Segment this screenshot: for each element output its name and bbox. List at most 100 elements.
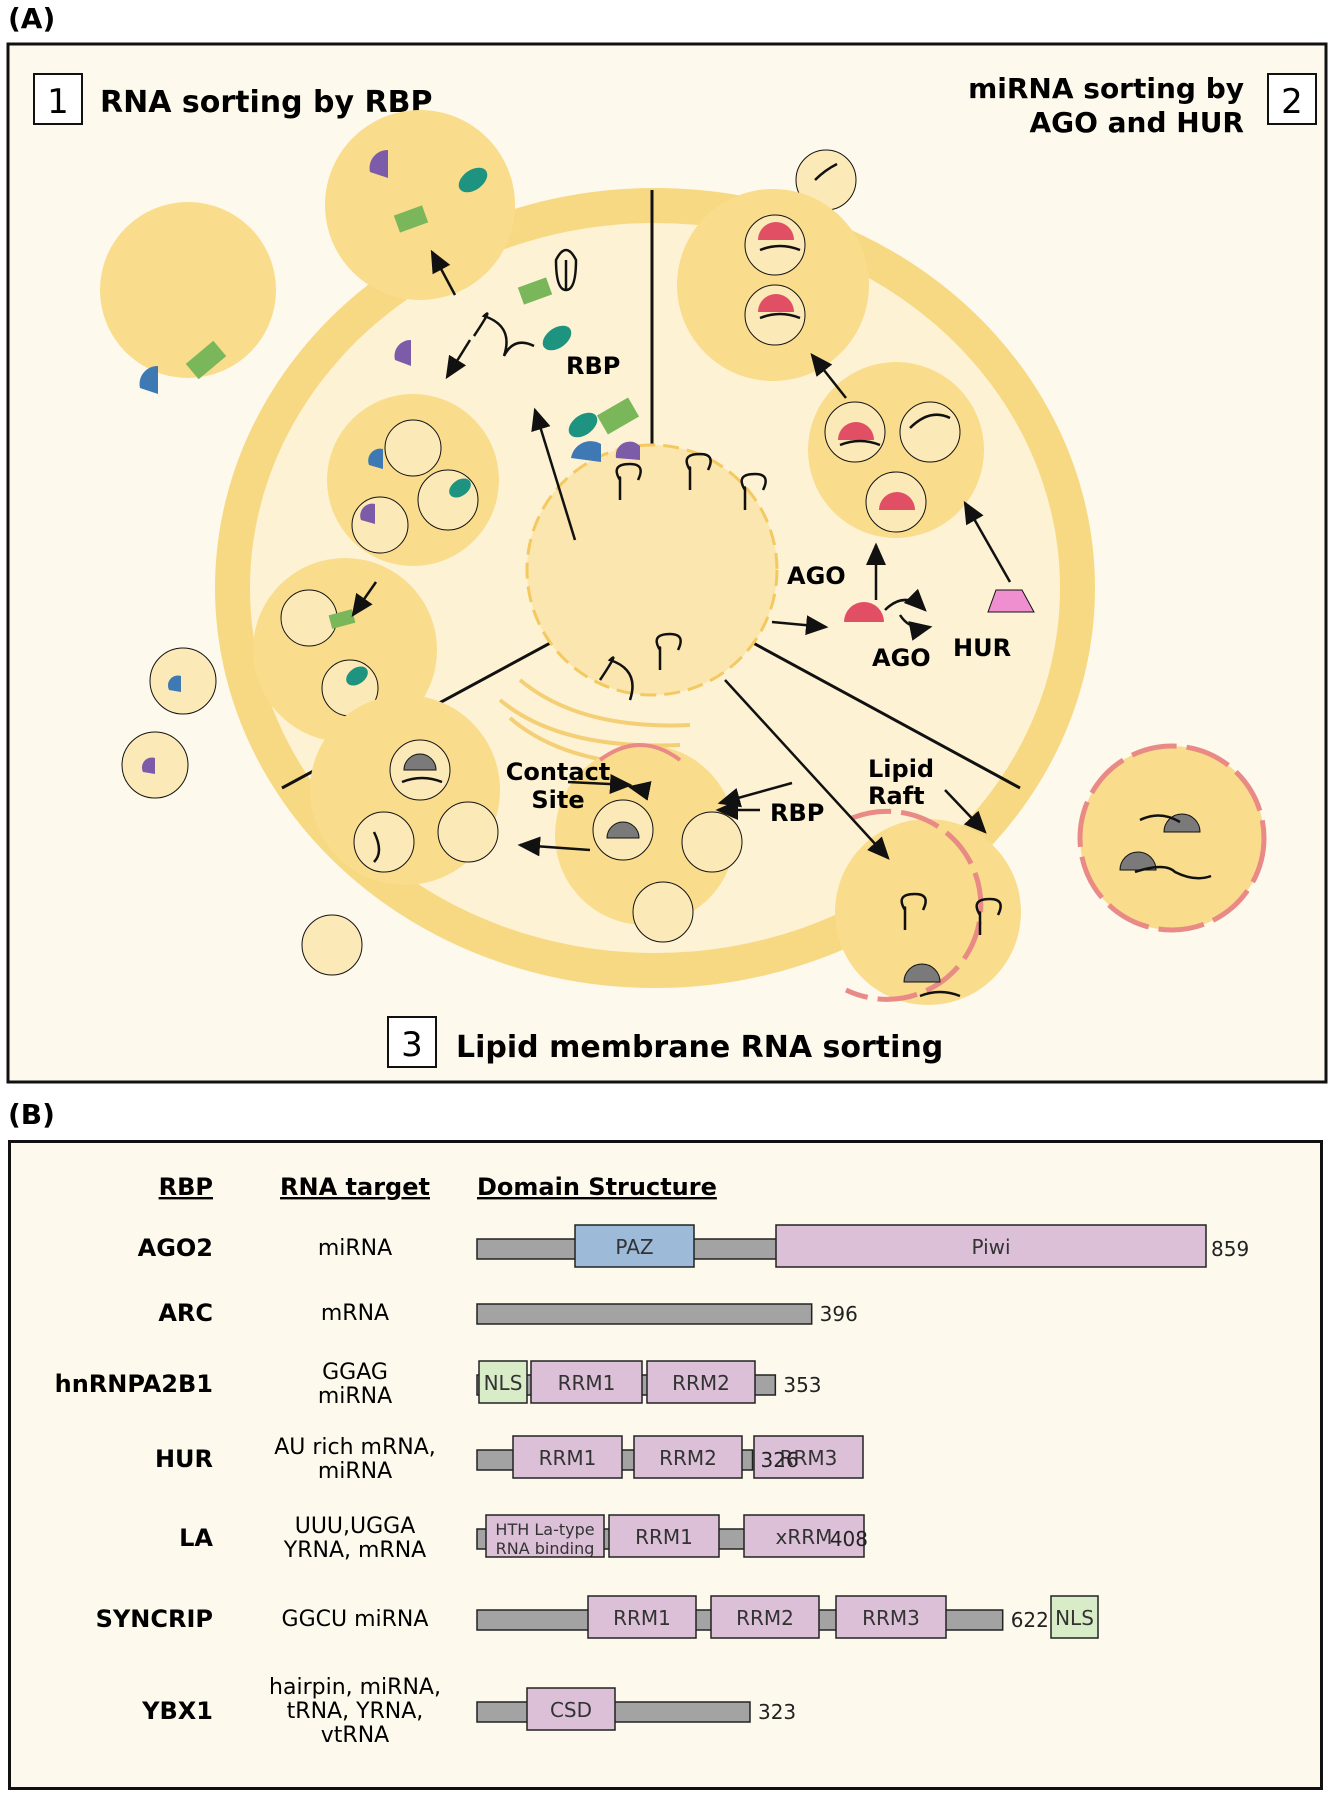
label-lipid-line2: Raft	[868, 782, 925, 810]
domain-label: RRM3	[862, 1606, 920, 1630]
rbp-name: hnRNPA2B1	[55, 1370, 213, 1398]
domain-box	[608, 1514, 720, 1558]
rna-target: GGCU miRNA	[282, 1607, 429, 1632]
protein-length: 859	[1211, 1237, 1249, 1261]
domain-label: NLS	[1055, 1606, 1094, 1630]
protein-length: 396	[820, 1302, 858, 1326]
domain-label: RRM1	[635, 1525, 693, 1549]
section-3-vesicles	[301, 695, 1267, 1005]
header-target: RNA target	[280, 1173, 430, 1201]
domain-box	[775, 1224, 1207, 1268]
section-2-badge: 2	[1267, 73, 1317, 125]
domain-box	[646, 1360, 756, 1404]
domain-box	[1050, 1595, 1099, 1639]
table-row: YBX1 hairpin, miRNA,tRNA, YRNA,vtRNA CSD 32…	[141, 1675, 796, 1748]
label-rbp-top: RBP	[566, 352, 620, 380]
domain-label: CSD	[550, 1698, 592, 1722]
domain-label: xRRM	[776, 1525, 833, 1549]
rbp-name: AGO2	[138, 1234, 213, 1262]
section-1-vesicles	[100, 110, 515, 799]
domain-box	[633, 1435, 743, 1479]
domain-box	[526, 1687, 616, 1731]
domain-box	[574, 1224, 695, 1268]
protein-length: 353	[783, 1373, 821, 1397]
section-3-badge: 3	[387, 1016, 437, 1068]
section-2-number: 2	[1281, 82, 1303, 122]
domain-label: PAZ	[615, 1235, 653, 1259]
rna-target: hairpin, miRNA,	[269, 1675, 441, 1700]
section-1-number: 1	[47, 82, 69, 122]
rna-target: tRNA, YRNA,	[287, 1699, 424, 1724]
panel-b-table: RBP RNA target Domain Structure AGO2 miRN…	[55, 1173, 1250, 1748]
domain-label: NLS	[484, 1371, 523, 1395]
rbp-name: LA	[179, 1524, 213, 1552]
rbp-proteins	[139, 149, 640, 774]
protein-length: 622	[1011, 1608, 1049, 1632]
rna-target: miRNA	[318, 1384, 392, 1409]
section-2-title-line2: AGO and HUR	[1029, 106, 1244, 139]
domain-label: RRM2	[672, 1371, 730, 1395]
rna-target: vtRNA	[321, 1723, 389, 1748]
label-contact-line1: Contact	[506, 758, 611, 786]
rna-target: AU rich mRNA,	[274, 1435, 436, 1460]
table-row: ARC mRNA 396	[158, 1299, 858, 1327]
label-ago-1: AGO	[787, 562, 846, 590]
domain-label: HTH La-type	[495, 1520, 594, 1539]
panel-a-label: (A)	[8, 2, 56, 35]
rbp-name: SYNCRIP	[96, 1605, 213, 1633]
rna-target: miRNA	[318, 1236, 392, 1261]
protein-backbone-bar	[476, 1303, 813, 1325]
domain-label: RRM2	[736, 1606, 794, 1630]
domain-box	[512, 1435, 623, 1479]
domain-box	[485, 1514, 605, 1558]
domain-label: RNA binding	[496, 1539, 595, 1558]
rna-strands	[372, 162, 1212, 998]
flow-arrows	[351, 249, 1012, 860]
domain-label: Piwi	[971, 1235, 1010, 1259]
label-lipid-line1: Lipid	[868, 755, 934, 783]
domain-box	[478, 1360, 528, 1404]
label-rbp-bottom: RBP	[770, 799, 824, 827]
domain-label: RRM1	[539, 1446, 597, 1470]
rbp-name: YBX1	[141, 1697, 213, 1725]
rna-target: YRNA, mRNA	[283, 1538, 426, 1563]
domain-box	[743, 1514, 865, 1558]
rbp-name: HUR	[155, 1445, 213, 1473]
section-3-title: Lipid membrane RNA sorting	[456, 1030, 943, 1065]
domain-box	[753, 1435, 864, 1479]
rna-target: mRNA	[321, 1301, 389, 1326]
domain-label: RRM2	[659, 1446, 717, 1470]
header-rbp: RBP	[159, 1173, 213, 1201]
section-2-vesicles	[677, 149, 1035, 622]
rna-target: miRNA	[318, 1459, 392, 1484]
panel-b-label: (B)	[8, 1098, 55, 1131]
nucleus	[525, 443, 779, 697]
domain-label: RRM1	[613, 1606, 671, 1630]
domain-label: RRM3	[780, 1446, 838, 1470]
protein-length: 408	[830, 1527, 868, 1551]
section-1-badge: 1	[33, 73, 83, 125]
section-2-title-line1: miRNA sorting by	[968, 72, 1244, 105]
label-ago-2: AGO	[872, 644, 931, 672]
protein-length: 323	[758, 1700, 796, 1724]
domain-box	[710, 1595, 820, 1639]
header-domain: Domain Structure	[477, 1173, 717, 1201]
label-hur: HUR	[953, 634, 1011, 662]
panel-a-diagram: 1 RNA sorting by RBP 2 miRNA sorting by …	[6, 42, 1328, 1084]
table-row: AGO2 miRNA PAZ Piwi 859	[138, 1224, 1249, 1268]
section-1-title: RNA sorting by RBP	[100, 85, 432, 120]
domain-box	[587, 1595, 697, 1639]
rna-target: GGAG	[322, 1360, 388, 1385]
label-contact-line2: Site	[531, 786, 584, 814]
domain-label: RRM1	[558, 1371, 616, 1395]
rna-target: UUU,UGGA	[295, 1514, 416, 1539]
rbp-name: ARC	[158, 1299, 213, 1327]
domain-box	[835, 1595, 947, 1639]
protein-length: 326	[761, 1448, 799, 1472]
section-3-number: 3	[401, 1025, 423, 1065]
domain-box	[530, 1360, 643, 1404]
